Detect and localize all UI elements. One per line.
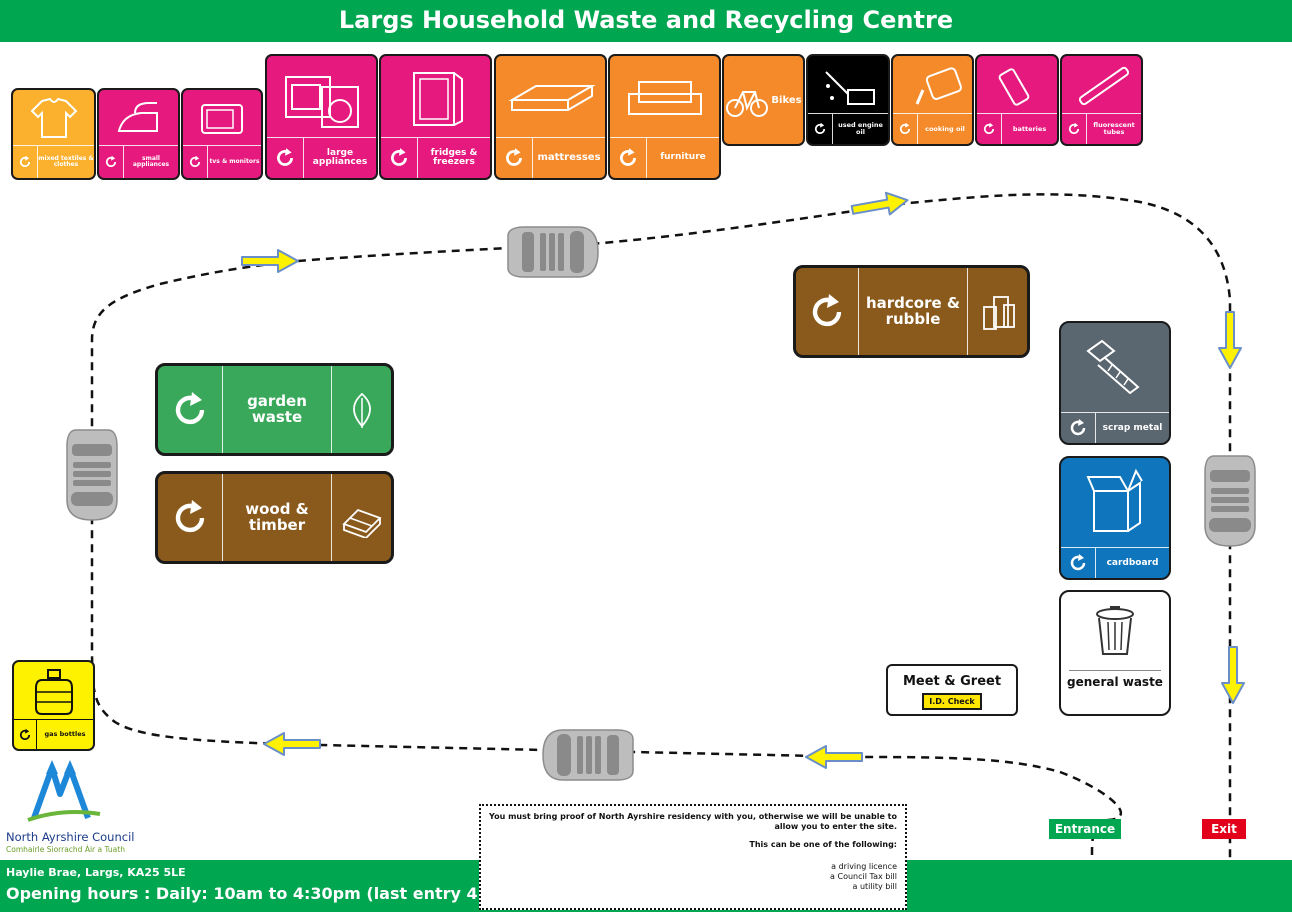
bin-small-appliances: small appliances <box>97 88 180 180</box>
bin-label: cooking oil <box>925 124 965 133</box>
bike-icon: Bikes <box>724 56 803 144</box>
bin-tvs-monitors: tvs & monitors <box>181 88 263 180</box>
bin-label: garden waste <box>222 366 332 453</box>
box-icon <box>1061 458 1169 546</box>
bin-label: gas bottles <box>44 730 86 739</box>
bin-label: furniture <box>660 152 706 163</box>
bin-label: general waste <box>1067 675 1163 689</box>
sofa-icon <box>610 56 719 142</box>
leaf-icon <box>332 366 391 453</box>
battery-icon <box>977 56 1057 116</box>
bin-label: batteries <box>1012 124 1047 133</box>
gas-bottle-icon <box>14 662 93 722</box>
mattress-icon <box>496 56 605 142</box>
tv-icon <box>183 90 261 148</box>
car-icon <box>66 429 118 521</box>
bin-gas-bottles: gas bottles <box>12 660 95 751</box>
bin-mixed-textiles: mixed textiles & clothes <box>11 88 96 180</box>
notice-item: a driving licence <box>831 862 897 871</box>
bin-label: fridges & freezers <box>430 147 478 167</box>
bin-general-waste: general waste <box>1059 590 1171 716</box>
meet-and-greet-point: Meet & Greet I.D. Check <box>886 664 1018 716</box>
bin-used-engine-oil: used engine oil <box>806 54 890 146</box>
direction-arrow-icon <box>1218 311 1242 369</box>
rubble-icon <box>968 268 1027 355</box>
page-title: Largs Household Waste and Recycling Cent… <box>0 0 1292 42</box>
bin-label: tvs & monitors <box>209 157 260 165</box>
bin-label: wood & timber <box>222 474 332 561</box>
address: Haylie Brae, Largs, KA25 5LE <box>6 866 186 879</box>
bin-label: scrap metal <box>1102 423 1163 433</box>
notice-line: allow you to enter the site. <box>774 822 897 831</box>
exit-sign: Exit <box>1202 819 1246 839</box>
washing-machine-icon <box>267 56 376 142</box>
car-icon <box>507 226 599 278</box>
bin-label: large appliances <box>312 147 368 167</box>
direction-arrow-icon <box>805 745 863 769</box>
bin-garden-waste: garden waste <box>155 363 394 456</box>
residency-notice: You must bring proof of North Ayrshire r… <box>479 804 907 910</box>
oil-bottle-icon <box>893 56 972 116</box>
council-name: North Ayrshire Council <box>6 830 135 844</box>
bin-fluorescent-tubes: fluorescent tubes <box>1060 54 1143 146</box>
bin-bikes: Bikes <box>722 54 805 146</box>
council-name-gaelic: Comhairle Siorrachd Àir a Tuath <box>6 845 125 854</box>
bin-label: hardcore & rubble <box>858 268 968 355</box>
bin-wood-timber: wood & timber <box>155 471 394 564</box>
oil-can-icon <box>808 56 888 116</box>
opening-hours: Opening hours : Daily: 10am to 4:30pm (l… <box>6 884 542 903</box>
direction-arrow-icon <box>849 188 911 222</box>
bolt-icon <box>1061 323 1169 411</box>
bin-label: mattresses <box>537 151 601 163</box>
bin-cardboard: cardboard <box>1059 456 1171 580</box>
notice-item: a utility bill <box>852 882 897 891</box>
council-logo: North Ayrshire Council Comhairle Siorrac… <box>4 758 144 858</box>
bin-mattresses: mattresses <box>494 54 607 180</box>
vehicle-route-line <box>90 193 1232 858</box>
bin-large-appliances: large appliances <box>265 54 378 180</box>
bin-hardcore-rubble: hardcore & rubble <box>793 265 1030 358</box>
car-icon <box>542 729 634 781</box>
bin-furniture: furniture <box>608 54 721 180</box>
bin-icon <box>1061 592 1169 670</box>
bin-label: cardboard <box>1106 558 1159 568</box>
clothes-icon <box>13 90 94 148</box>
bin-label: fluorescent tubes <box>1093 121 1135 136</box>
bin-label: mixed textiles & clothes <box>38 154 94 168</box>
notice-item: a Council Tax bill <box>830 872 897 881</box>
iron-icon <box>99 90 178 148</box>
bin-cooking-oil: cooking oil <box>891 54 974 146</box>
bin-label: Bikes <box>771 94 802 106</box>
notice-line: You must bring proof of North Ayrshire r… <box>489 812 897 821</box>
bin-label: small appliances <box>132 154 170 168</box>
bin-scrap-metal: scrap metal <box>1059 321 1171 445</box>
fridge-icon <box>381 56 490 142</box>
notice-line: This can be one of the following: <box>749 840 897 849</box>
direction-arrow-icon <box>263 732 321 756</box>
id-check-badge: I.D. Check <box>922 693 982 710</box>
entrance-sign: Entrance <box>1049 819 1121 839</box>
timber-icon <box>332 474 391 561</box>
direction-arrow-icon <box>241 249 299 273</box>
bin-label: used engine oil <box>838 121 883 136</box>
bin-fridges-freezers: fridges & freezers <box>379 54 492 180</box>
direction-arrow-icon <box>1221 646 1245 704</box>
car-icon <box>1204 455 1256 547</box>
meet-title: Meet & Greet <box>902 674 1002 689</box>
council-logo-icon <box>27 760 101 822</box>
bin-batteries: batteries <box>975 54 1059 146</box>
tube-icon <box>1062 56 1141 116</box>
